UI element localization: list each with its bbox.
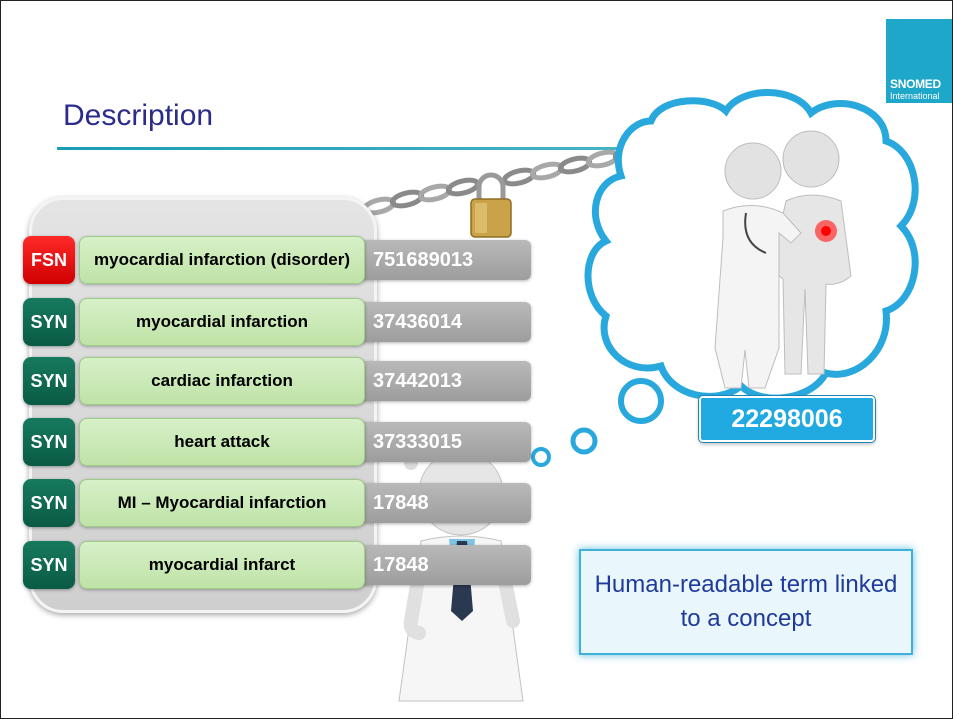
description-type-badge: SYN bbox=[23, 298, 75, 346]
padlock-icon bbox=[470, 172, 512, 238]
caption-text: Human-readable term linked to a concept bbox=[594, 571, 898, 632]
description-term: cardiac infarction bbox=[79, 357, 365, 405]
snomed-logo: SNOMED International bbox=[886, 19, 952, 103]
chain-icon bbox=[333, 144, 646, 223]
description-type-badge: SYN bbox=[23, 357, 75, 405]
description-type-badge: FSN bbox=[23, 236, 75, 284]
logo-line2: International bbox=[890, 91, 940, 101]
description-type-badge: SYN bbox=[23, 479, 75, 527]
description-type-badge: SYN bbox=[23, 418, 75, 466]
concept-id: 22298006 bbox=[699, 396, 875, 442]
description-term: heart attack bbox=[79, 418, 365, 466]
title-underline bbox=[57, 147, 657, 150]
doctor-patient-figure bbox=[714, 130, 852, 389]
description-term: myocardial infarct bbox=[79, 541, 365, 589]
description-term: MI – Myocardial infarction bbox=[79, 479, 365, 527]
caption-box: Human-readable term linked to a concept bbox=[579, 549, 913, 655]
page-title: Description bbox=[63, 99, 214, 132]
description-term: myocardial infarction bbox=[79, 298, 365, 346]
description-type-badge: SYN bbox=[23, 541, 75, 589]
description-term: myocardial infarction (disorder) bbox=[79, 236, 365, 284]
logo-line1: SNOMED bbox=[890, 77, 941, 91]
